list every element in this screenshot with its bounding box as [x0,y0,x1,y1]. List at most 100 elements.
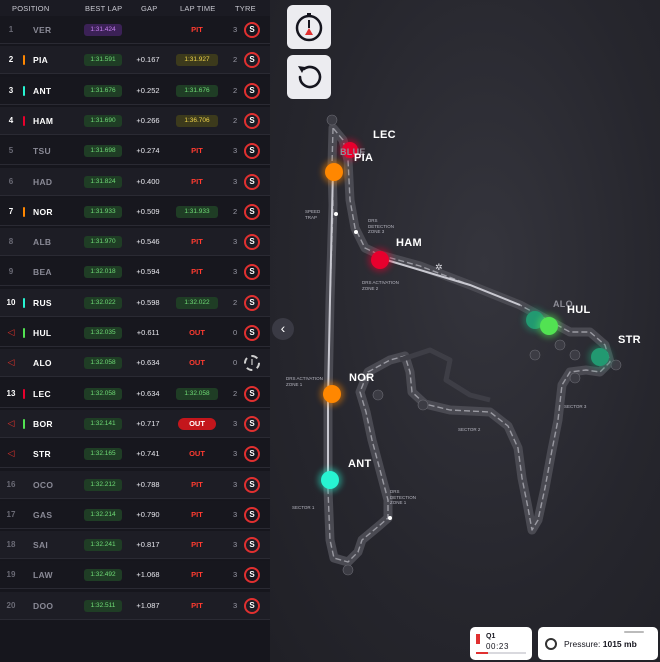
driver-label-ant[interactable]: ANT [348,458,372,470]
row-tyre-age: 2 [233,55,238,65]
row-gap: +0.594 [136,267,160,277]
row-driver: BOR [33,418,53,429]
header-lap-time: LAP TIME [180,4,216,13]
row-best-lap: 1:31.424 [84,24,122,36]
drs-zone-2-label: DRS ACTIVATION ZONE 2 [362,280,399,291]
row-driver: LAW [33,570,53,581]
car-ham[interactable] [371,251,389,269]
driver-label-nor[interactable]: NOR [349,372,375,384]
row-gap: +0.817 [136,540,160,550]
row-gap: +0.634 [136,388,160,398]
speed-trap-label: SPEED TRAP [305,209,321,220]
row-best-lap: 1:32.058 [84,387,122,400]
row-lap-time: OUT [189,449,205,459]
drs-detection-1-label: DRS DETECTION ZONE 1 [390,489,417,505]
session-widget[interactable]: Q1 00:23 [470,627,532,660]
team-color-bar [23,55,25,66]
session-time: 00:23 [486,642,510,651]
reset-button[interactable] [287,55,331,99]
row-driver: PIA [33,55,49,66]
row-lap-time: 1:36.706 [176,114,218,127]
team-color-bar [23,206,25,217]
tyre-icon: S [244,22,260,38]
row-tyre-age: 3 [233,176,238,186]
row-driver: DOO [33,600,54,611]
team-color-bar [23,388,25,399]
row-gap: +0.788 [136,479,160,489]
tyre-icon: S [244,506,260,523]
row-lap-time: PIT [191,25,203,34]
row-position: ◁ [7,327,15,337]
row-driver: BEA [33,267,52,278]
driver-label-pia[interactable]: PIA [354,152,374,164]
row-gap: +0.274 [136,146,160,156]
row-gap: +0.167 [136,55,160,65]
track-map[interactable]: ✲ ‹ SPEED TRAP DRS DETECTION ZONE 3 DRS … [270,0,660,662]
car-hul[interactable] [540,317,558,335]
driver-label-str[interactable]: STR [618,334,641,346]
header-tyre: TYRE [235,4,256,13]
row-lap-time: OUT [189,358,205,368]
tyre-icon: S [244,52,260,69]
car-nor[interactable] [323,385,341,403]
drag-handle[interactable] [624,631,644,633]
tyre-icon: S [244,415,260,432]
row-gap: +0.741 [136,449,160,459]
row-lap-time: OUT [178,417,216,430]
row-driver: ALB [33,237,52,248]
row-position: 2 [8,55,14,65]
driver-label-ham[interactable]: HAM [396,237,422,249]
row-tyre-age: 3 [233,146,238,156]
row-position: 1 [8,25,14,34]
row-lap-time: PIT [191,237,203,247]
row-position: ◁ [7,448,15,459]
collapse-panel-button[interactable]: ‹ [272,318,294,340]
reset-icon [298,65,322,89]
row-lap-time: 1:31.933 [176,205,218,218]
stopwatch-icon [295,13,323,42]
row-driver: HUL [33,328,52,338]
drs-zone-3-label: DRS DETECTION ZONE 3 [368,218,395,234]
weather-widget[interactable]: Pressure: 1015 mb [538,627,658,660]
car-lec[interactable] [342,142,358,158]
row-gap: +1.087 [136,600,160,610]
car-ant[interactable] [321,471,339,489]
car-pia[interactable] [325,163,343,181]
row-best-lap: 1:32.058 [84,357,122,370]
track-outline: ✲ [318,114,622,576]
row-best-lap: 1:32.492 [84,569,122,582]
stopwatch-button[interactable] [287,5,331,49]
driver-label-lec[interactable]: LEC [373,129,396,141]
row-best-lap: 1:31.698 [84,145,122,158]
row-position: 7 [8,206,14,216]
car-str[interactable] [591,348,609,366]
sector-1-label: SECTOR 1 [292,505,315,510]
sector-3-label: SECTOR 3 [564,404,587,409]
driver-label-hul[interactable]: HUL [567,304,591,316]
team-color-bar [23,418,25,429]
tyre-icon: S [244,234,260,251]
row-lap-time: PIT [191,600,203,610]
tyre-icon: S [244,264,260,281]
